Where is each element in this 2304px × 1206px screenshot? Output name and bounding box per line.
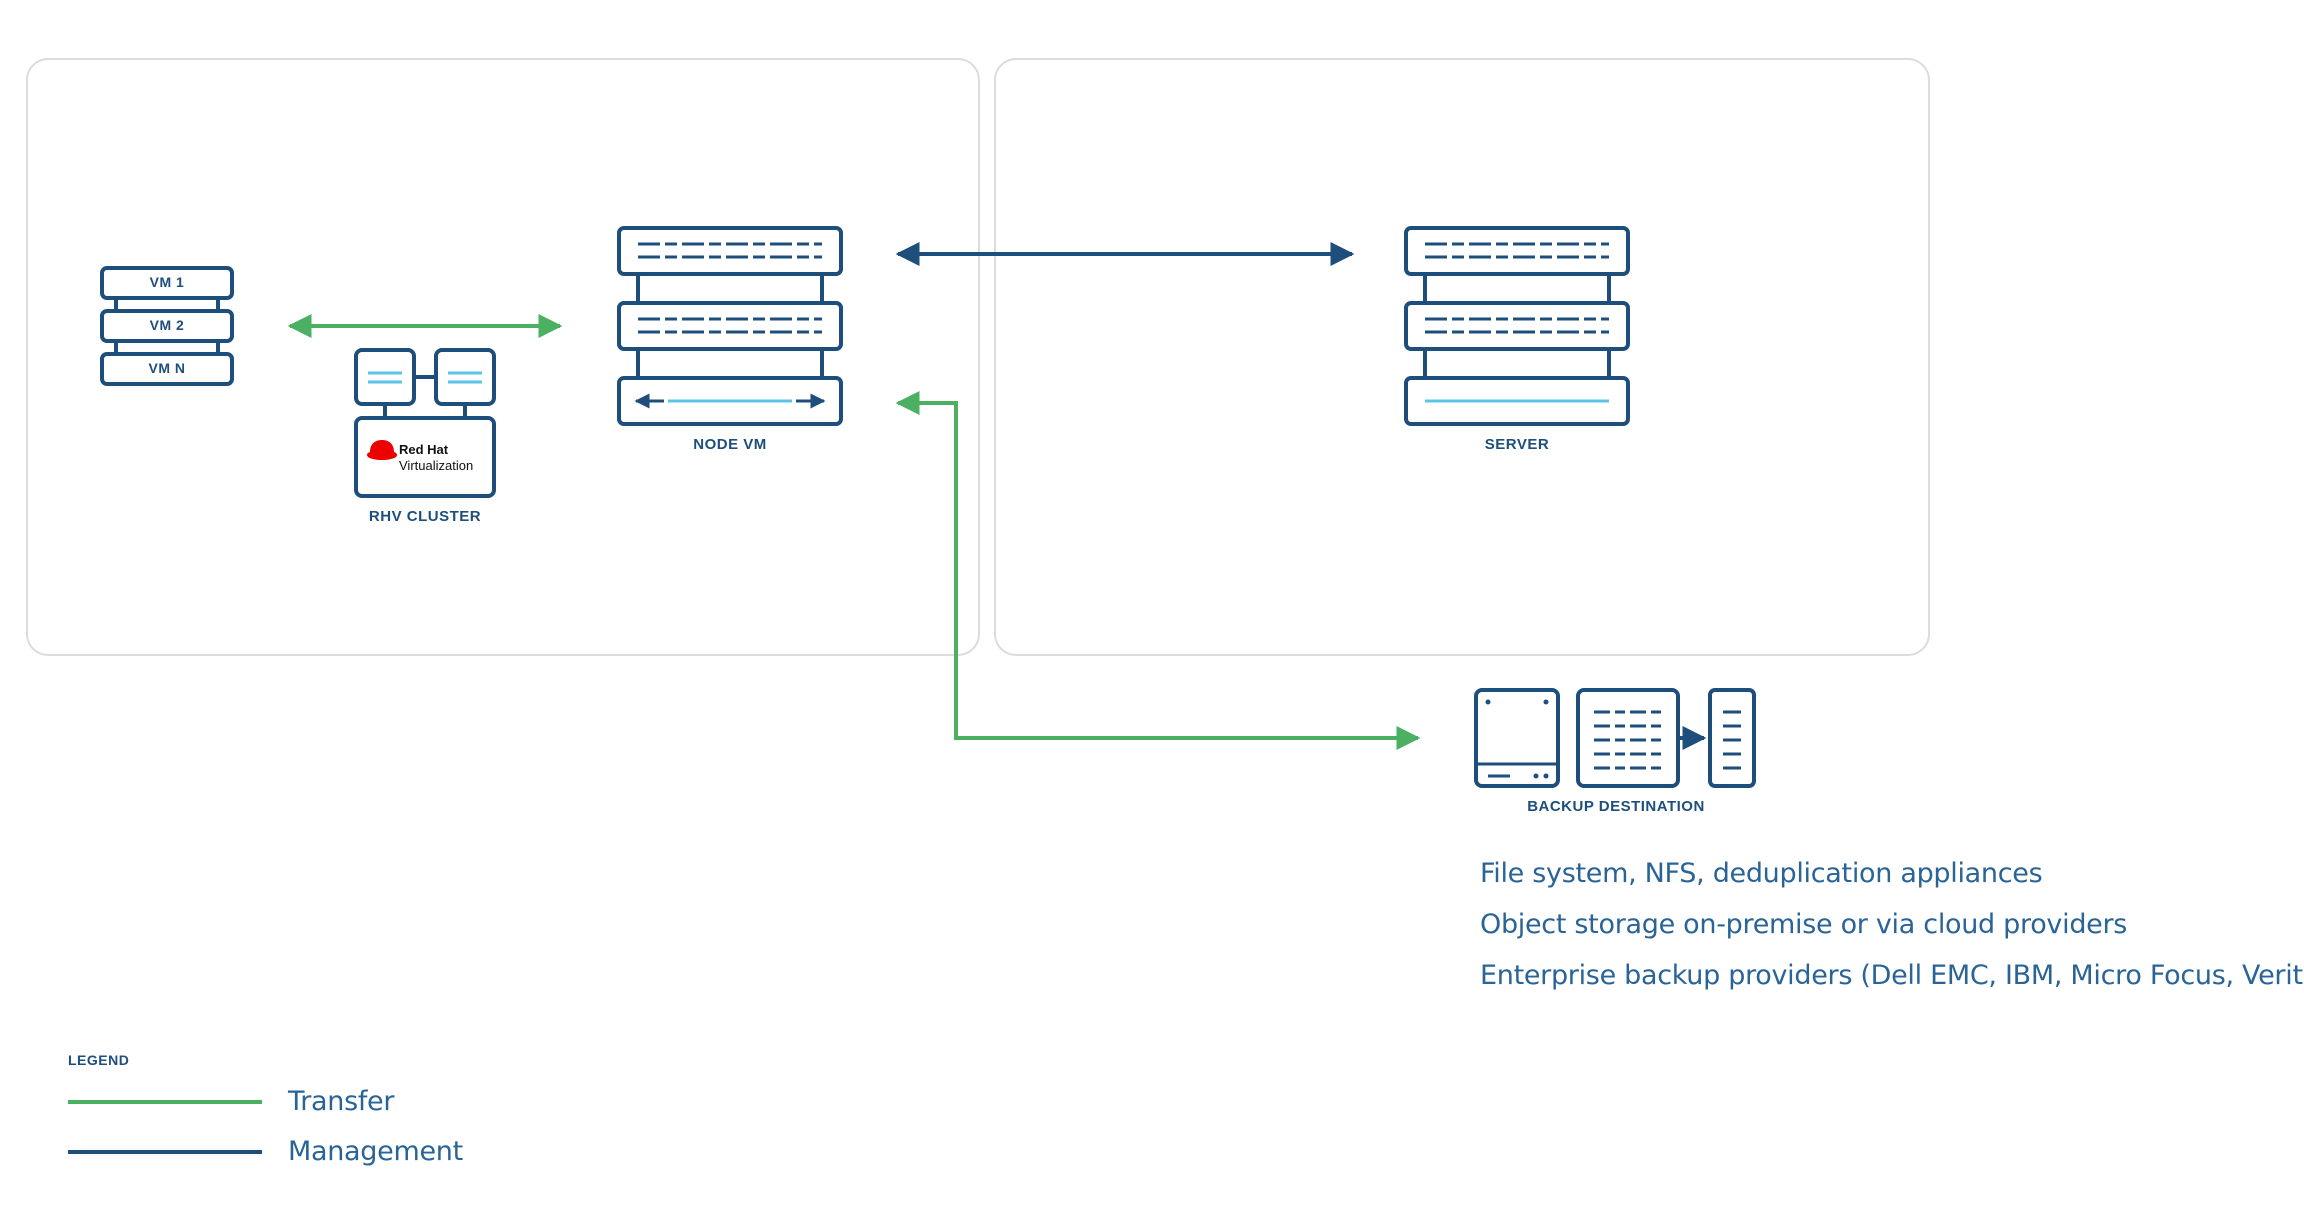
legend-transfer-label: Transfer	[288, 1086, 395, 1117]
vm2-label: VM 2	[149, 317, 185, 333]
backup-item-object-storage: Object storage on-premise or via cloud p…	[1480, 909, 2128, 940]
backup-appliance-icon	[1576, 688, 1707, 788]
redhat-logo-icon	[366, 440, 398, 460]
backup-item-filesystem: File system, NFS, deduplication applianc…	[1480, 858, 2043, 889]
backup-tape-icon	[1708, 688, 1756, 788]
node-vm-label: NODE VM	[693, 436, 767, 453]
node-to-backup-transfer-arrow	[895, 391, 1421, 750]
vmn-label: VM N	[148, 360, 186, 376]
node-vm-icon	[617, 226, 843, 426]
backup-disk-icon	[1474, 688, 1560, 788]
legend-title: LEGEND	[68, 1052, 130, 1068]
rhv-cluster-icon	[354, 348, 496, 498]
rhv-cluster-label: RHV CLUSTER	[368, 508, 482, 525]
redhat-brand-product: Virtualization	[399, 458, 474, 473]
vm-stack-icon	[100, 266, 234, 386]
server-icon	[1404, 226, 1630, 426]
server-label: SERVER	[1484, 436, 1550, 453]
vm1-label: VM 1	[149, 274, 185, 290]
backup-item-enterprise: Enterprise backup providers (Dell EMC, I…	[1480, 960, 2304, 991]
backup-destination-label: BACKUP DESTINATION	[1527, 798, 1705, 815]
legend-management-label: Management	[288, 1136, 463, 1167]
redhat-brand-name: Red Hat	[399, 442, 449, 457]
